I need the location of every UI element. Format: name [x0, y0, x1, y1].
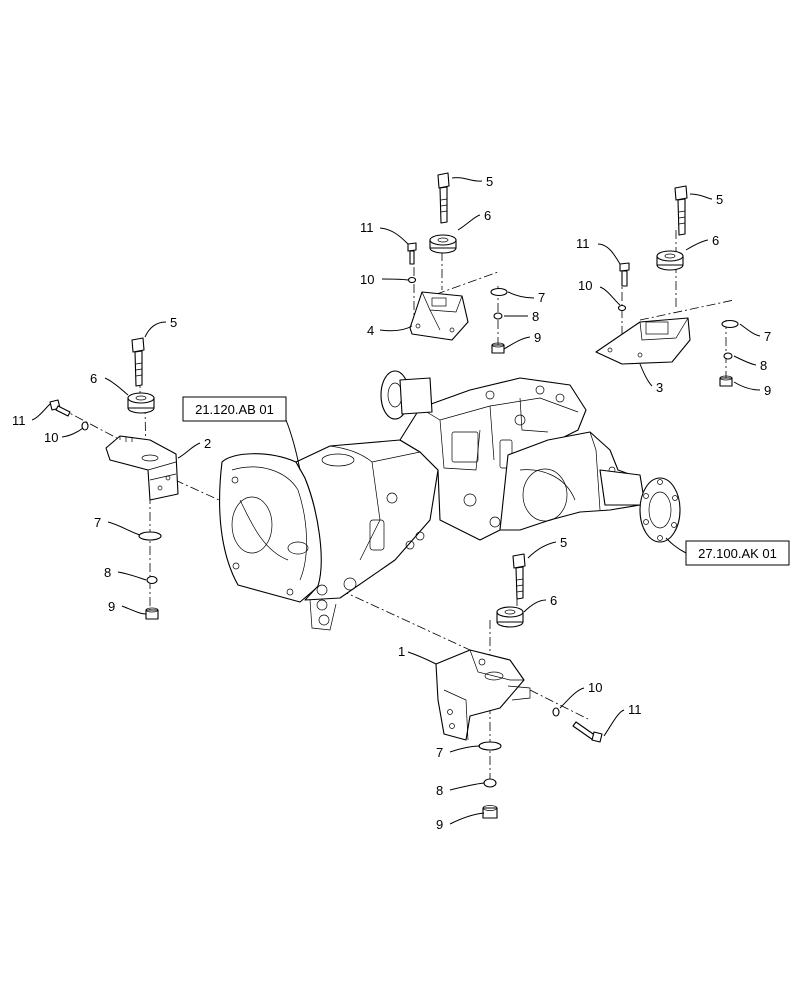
callout-label: 6 [550, 593, 557, 608]
bolt-5-lower [512, 553, 526, 600]
isolator-6-left [127, 392, 155, 414]
callout-label: 8 [436, 783, 443, 798]
callout-label: 9 [534, 330, 541, 345]
isolator-6-upper-center [429, 234, 457, 254]
callout-label: 8 [104, 565, 111, 580]
callout-label: 5 [486, 174, 493, 189]
callout-label: 6 [484, 208, 491, 223]
callout-label: 10 [588, 680, 602, 695]
washer-10-left [81, 421, 89, 431]
bracket-1 [435, 649, 531, 741]
callout-label: 6 [90, 371, 97, 386]
hardware-left [138, 531, 162, 620]
bracket-2 [105, 435, 179, 501]
bolt-5-left [131, 337, 145, 387]
transmission-housing [219, 370, 681, 631]
washer-10-lower [552, 707, 560, 717]
callout-label: 9 [436, 817, 443, 832]
callout-label: 7 [436, 745, 443, 760]
bolt-11-upper-right [619, 262, 630, 287]
callout-label: 5 [560, 535, 567, 550]
callout-label: 10 [360, 272, 374, 287]
callout-label: 4 [367, 323, 374, 338]
hardware-lower [478, 741, 502, 819]
callout-label: 11 [576, 236, 590, 251]
callout-label: 9 [764, 383, 771, 398]
leader-lines [31, 177, 761, 825]
hardware-upper-right [719, 319, 739, 387]
callout-label: 3 [656, 380, 663, 395]
callout-label: 10 [578, 278, 592, 293]
ref-label-rear-axle: 27.100.AK 01 [698, 546, 777, 561]
callout-numbers: 5 6 11 10 7 8 9 4 5 6 11 10 7 8 9 3 5 6 … [12, 174, 771, 832]
callout-label: 10 [44, 430, 58, 445]
bolt-11-lower [572, 721, 603, 743]
callout-label: 11 [628, 702, 642, 717]
ref-box-transmission-case[interactable]: 21.120.AB 01 [182, 396, 287, 422]
callout-label: 8 [532, 309, 539, 324]
isolator-6-upper-right [656, 250, 684, 271]
washer-10-upper-center [407, 276, 417, 284]
callout-label: 2 [204, 436, 211, 451]
callout-label: 9 [108, 599, 115, 614]
callout-label: 11 [360, 220, 374, 235]
callout-label: 6 [712, 233, 719, 248]
ref-box-rear-axle[interactable]: 27.100.AK 01 [685, 540, 790, 566]
ref-label-transmission-case: 21.120.AB 01 [195, 402, 274, 417]
bolt-5-upper-center [437, 172, 450, 224]
hardware-upper-center [490, 287, 508, 354]
callout-label: 8 [760, 358, 767, 373]
washer-10-upper-right [617, 304, 627, 312]
callout-label: 1 [398, 644, 405, 659]
callout-label: 11 [12, 413, 26, 428]
callout-label: 5 [170, 315, 177, 330]
callout-label: 5 [716, 192, 723, 207]
bracket-3 [595, 317, 691, 365]
bolt-11-left [49, 399, 71, 417]
callout-label: 7 [538, 290, 545, 305]
bracket-4 [409, 291, 469, 341]
callout-label: 7 [94, 515, 101, 530]
bolt-11-upper-center [407, 242, 417, 265]
bolt-5-upper-right [674, 185, 688, 236]
isolator-6-lower [496, 606, 524, 628]
callout-label: 7 [764, 329, 771, 344]
